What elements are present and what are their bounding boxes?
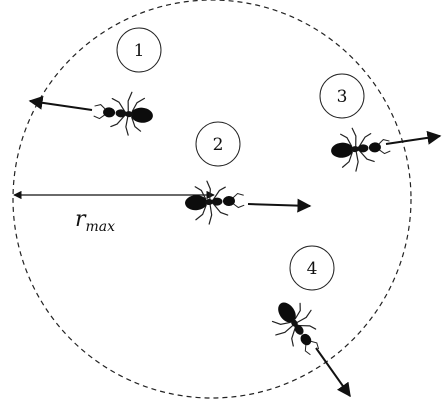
ant-1-label-circle: [116, 27, 162, 73]
ant-2-label-circle: [195, 121, 241, 167]
ant-4-number: 4: [307, 259, 318, 279]
boundary-circle: [12, 0, 412, 399]
radius-label: rmax: [75, 207, 115, 235]
ant-4-direction-arrow: [315, 347, 351, 398]
ant-2: 2: [183, 121, 312, 226]
ant-3-direction-arrow: [385, 130, 442, 145]
ant-3-label-circle: [319, 73, 365, 119]
ant-1-icon: [91, 88, 156, 138]
ant-1: 1: [28, 27, 162, 138]
ant-1-direction-arrow: [28, 95, 93, 111]
ant-4: 4: [262, 245, 351, 398]
ant-2-number: 2: [213, 135, 224, 155]
ant-1-number: 1: [134, 41, 145, 61]
ant-2-direction-arrow: [247, 198, 312, 213]
ant-2-icon: [183, 178, 246, 226]
ant-4-label-circle: [289, 245, 335, 291]
ant-3-number: 3: [337, 87, 348, 107]
ant-4-icon: [262, 290, 333, 366]
ant-3-icon: [328, 124, 393, 174]
ant-3: 3: [319, 73, 442, 174]
